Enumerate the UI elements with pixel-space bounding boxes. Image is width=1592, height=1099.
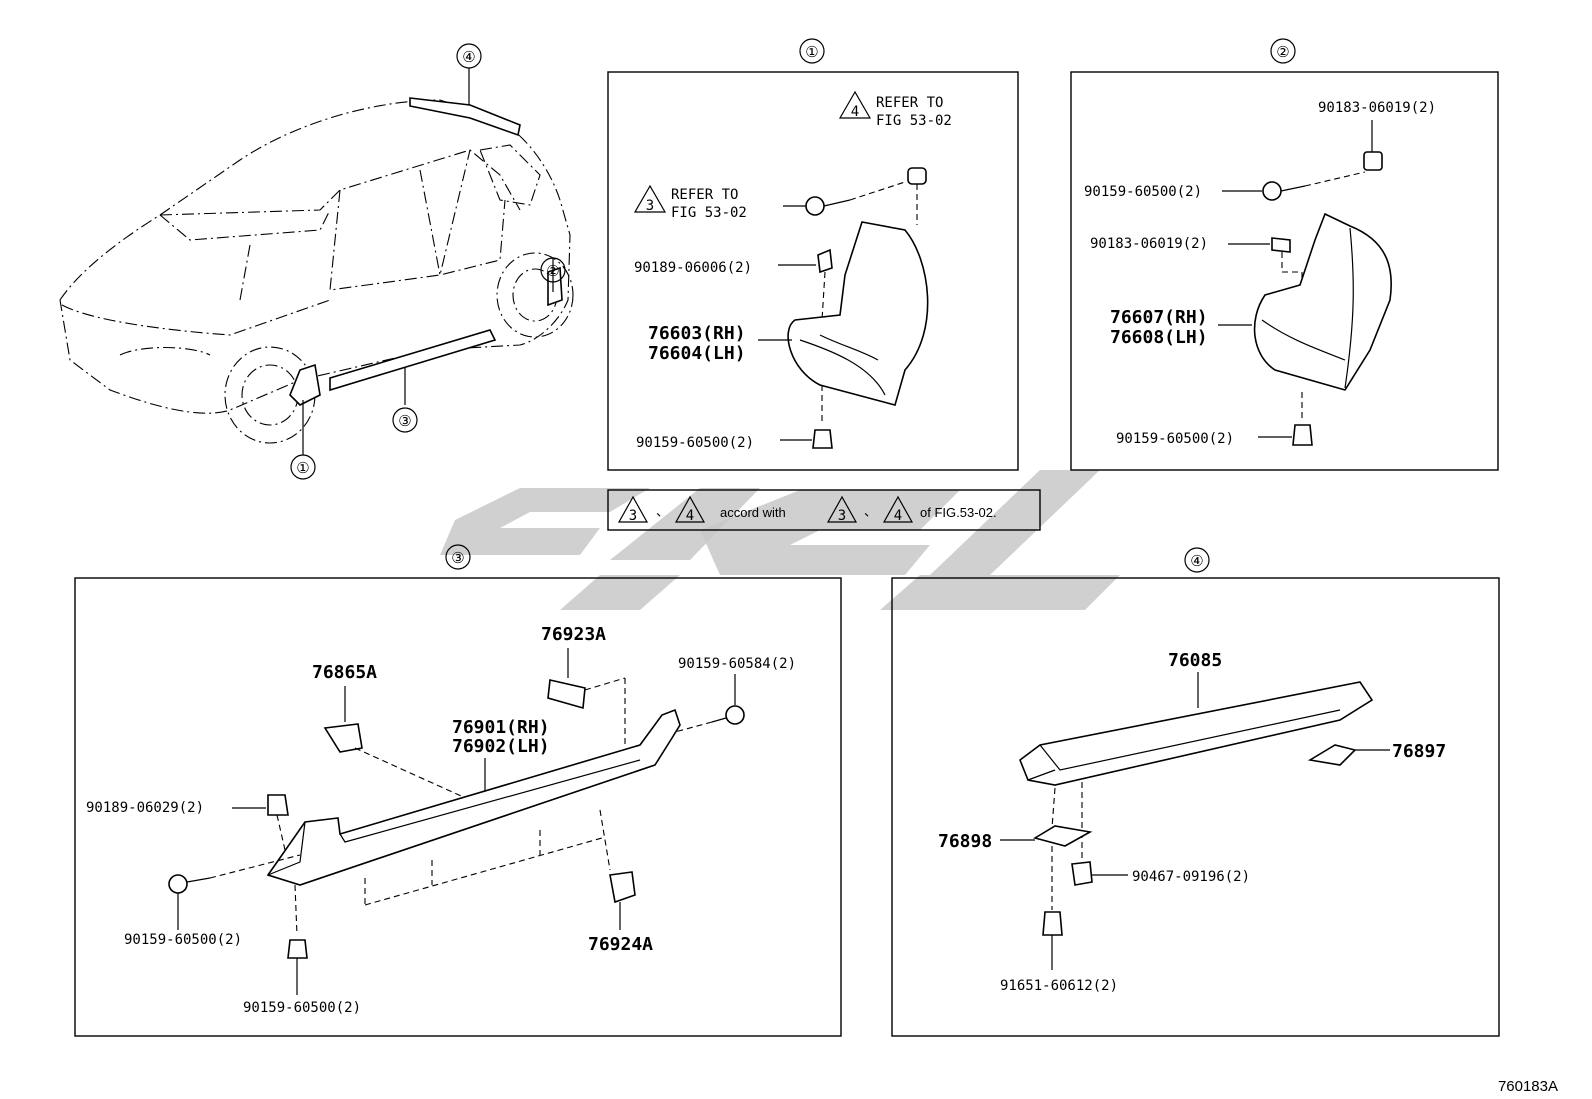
note-box: 3 、 4 accord with 3 、 4 of FIG.53-02. xyxy=(607,489,1041,531)
panel2-screw-top-label: 90159-60500(2) xyxy=(1084,184,1202,200)
u-nut-top-icon xyxy=(1363,151,1383,171)
refer3-line1: REFER TO xyxy=(671,187,738,203)
panel4-nut-label: 90467-09196(2) xyxy=(1132,869,1250,885)
figure-code: 760183A xyxy=(1498,1078,1558,1095)
car-overview: ④ ② ③ ① xyxy=(59,43,574,480)
panel2-frame xyxy=(1070,71,1499,471)
panel3-part-rh: 76901(RH) xyxy=(452,717,550,738)
u-nut-icon xyxy=(907,167,927,185)
panel1-part-rh: 76603(RH) xyxy=(648,323,746,344)
panel1-header: ① xyxy=(805,44,818,61)
screw-head-icon xyxy=(805,196,825,216)
callout-2: ② xyxy=(546,263,559,280)
rear-mudguard-shape xyxy=(547,266,563,307)
panel2-nut-top-label: 90183-06019(2) xyxy=(1318,100,1436,116)
panel2-header: ② xyxy=(1276,44,1289,61)
callout-4: ④ xyxy=(462,49,475,66)
panel3-grommet-label: 76924A xyxy=(588,934,653,955)
front-mudguard-part xyxy=(787,221,929,406)
panel-rear-spoiler: ④ 76085 76897 76898 90467-09196(2) 91651… xyxy=(891,547,1500,1037)
panel3-bracket-label: 76923A xyxy=(541,624,606,645)
panel3-clip-left-label: 90189-06029(2) xyxy=(86,800,204,816)
note-text2: of FIG.53-02. xyxy=(920,505,997,520)
refer3-tri-num: 3 xyxy=(646,198,654,214)
panel3-header: ③ xyxy=(451,550,464,567)
callout-1: ① xyxy=(296,460,309,477)
panel4-spoiler-label: 76085 xyxy=(1168,650,1222,671)
screw-left-icon xyxy=(168,874,188,894)
panel1-part-lh: 76604(LH) xyxy=(648,343,746,364)
watermark-logo xyxy=(440,470,1120,610)
nut-icon xyxy=(1071,861,1093,886)
screw-top-icon xyxy=(1262,181,1282,201)
clip-icon xyxy=(817,248,833,274)
bolt-right-icon xyxy=(725,705,745,725)
panel3-retainer-label: 76865A xyxy=(312,662,377,683)
panel-rear-mudguard: ② 90183-06019(2) 90159-60500(2) 90183-06… xyxy=(1070,38,1499,471)
refer4-line2: FIG 53-02 xyxy=(876,113,952,129)
panel3-screw-bottom-label: 90159-60500(2) xyxy=(243,1000,361,1016)
panel4-bolt-label: 91651-60612(2) xyxy=(1000,978,1118,994)
refer4-triangle xyxy=(838,90,872,119)
note-sep1: 、 xyxy=(656,504,669,519)
note-frame xyxy=(607,489,1041,531)
pad-left-icon xyxy=(1032,825,1093,847)
panel3-bolt-right-label: 90159-60584(2) xyxy=(678,656,796,672)
front-mudguard-shape xyxy=(289,363,321,406)
callout-4-circle xyxy=(456,43,482,69)
refer3-triangle xyxy=(633,184,667,213)
clip-left-icon xyxy=(267,794,289,816)
pad-right-icon xyxy=(1307,744,1357,766)
note-tri3a: 3 xyxy=(629,508,637,524)
u-nut-mid-icon xyxy=(1271,237,1291,253)
screw-bottom-icon xyxy=(287,939,308,959)
panel1-clip-label: 90189-06006(2) xyxy=(634,260,752,276)
callout-1-circle xyxy=(290,454,316,480)
note-tri4b: 4 xyxy=(894,508,902,524)
panel4-pad-right-label: 76897 xyxy=(1392,741,1446,762)
bottom-screw-icon xyxy=(812,429,833,449)
panel4-pad-left-label: 76898 xyxy=(938,831,992,852)
note-tri3b: 3 xyxy=(838,508,846,524)
bolt-icon xyxy=(1042,911,1063,936)
note-tri4a: 4 xyxy=(686,508,694,524)
panel4-frame xyxy=(891,577,1500,1037)
bracket-icon xyxy=(547,679,586,710)
panel-side-skirt: ③ 76923A 90159-60584(2) 76865A 76901(RH)… xyxy=(74,544,842,1037)
retainer-icon xyxy=(323,723,363,753)
panel4-header: ④ xyxy=(1190,553,1203,570)
callout-3-circle xyxy=(392,407,418,433)
rear-mudguard-part xyxy=(1253,212,1392,391)
spoiler-part xyxy=(1019,681,1374,786)
callout-3: ③ xyxy=(398,413,411,430)
side-skirt-shape xyxy=(329,329,497,392)
panel-front-mudguard: ① 4 REFER TO FIG 53-02 3 REFER TO FIG 53… xyxy=(607,38,1019,471)
refer3-line2: FIG 53-02 xyxy=(671,205,747,221)
grommet-icon xyxy=(609,871,636,904)
panel3-part-lh: 76902(LH) xyxy=(452,736,550,757)
panel2-nut-mid-label: 90183-06019(2) xyxy=(1090,236,1208,252)
panel1-screw-label: 90159-60500(2) xyxy=(636,435,754,451)
panel2-screw-bottom-label: 90159-60500(2) xyxy=(1116,431,1234,447)
panel3-frame xyxy=(74,577,842,1037)
panel3-screw-left-label: 90159-60500(2) xyxy=(124,932,242,948)
note-text1: accord with xyxy=(720,505,786,520)
panel1-frame xyxy=(607,71,1019,471)
refer4-tri-num: 4 xyxy=(851,104,859,120)
refer4-line1: REFER TO xyxy=(876,95,943,111)
bottom-screw-2-icon xyxy=(1292,424,1313,446)
callout-2-circle xyxy=(540,257,566,283)
panel2-part-rh: 76607(RH) xyxy=(1110,307,1208,328)
roof-spoiler-shape xyxy=(409,97,521,137)
panel2-part-lh: 76608(LH) xyxy=(1110,327,1208,348)
note-sep2: 、 xyxy=(864,504,877,519)
